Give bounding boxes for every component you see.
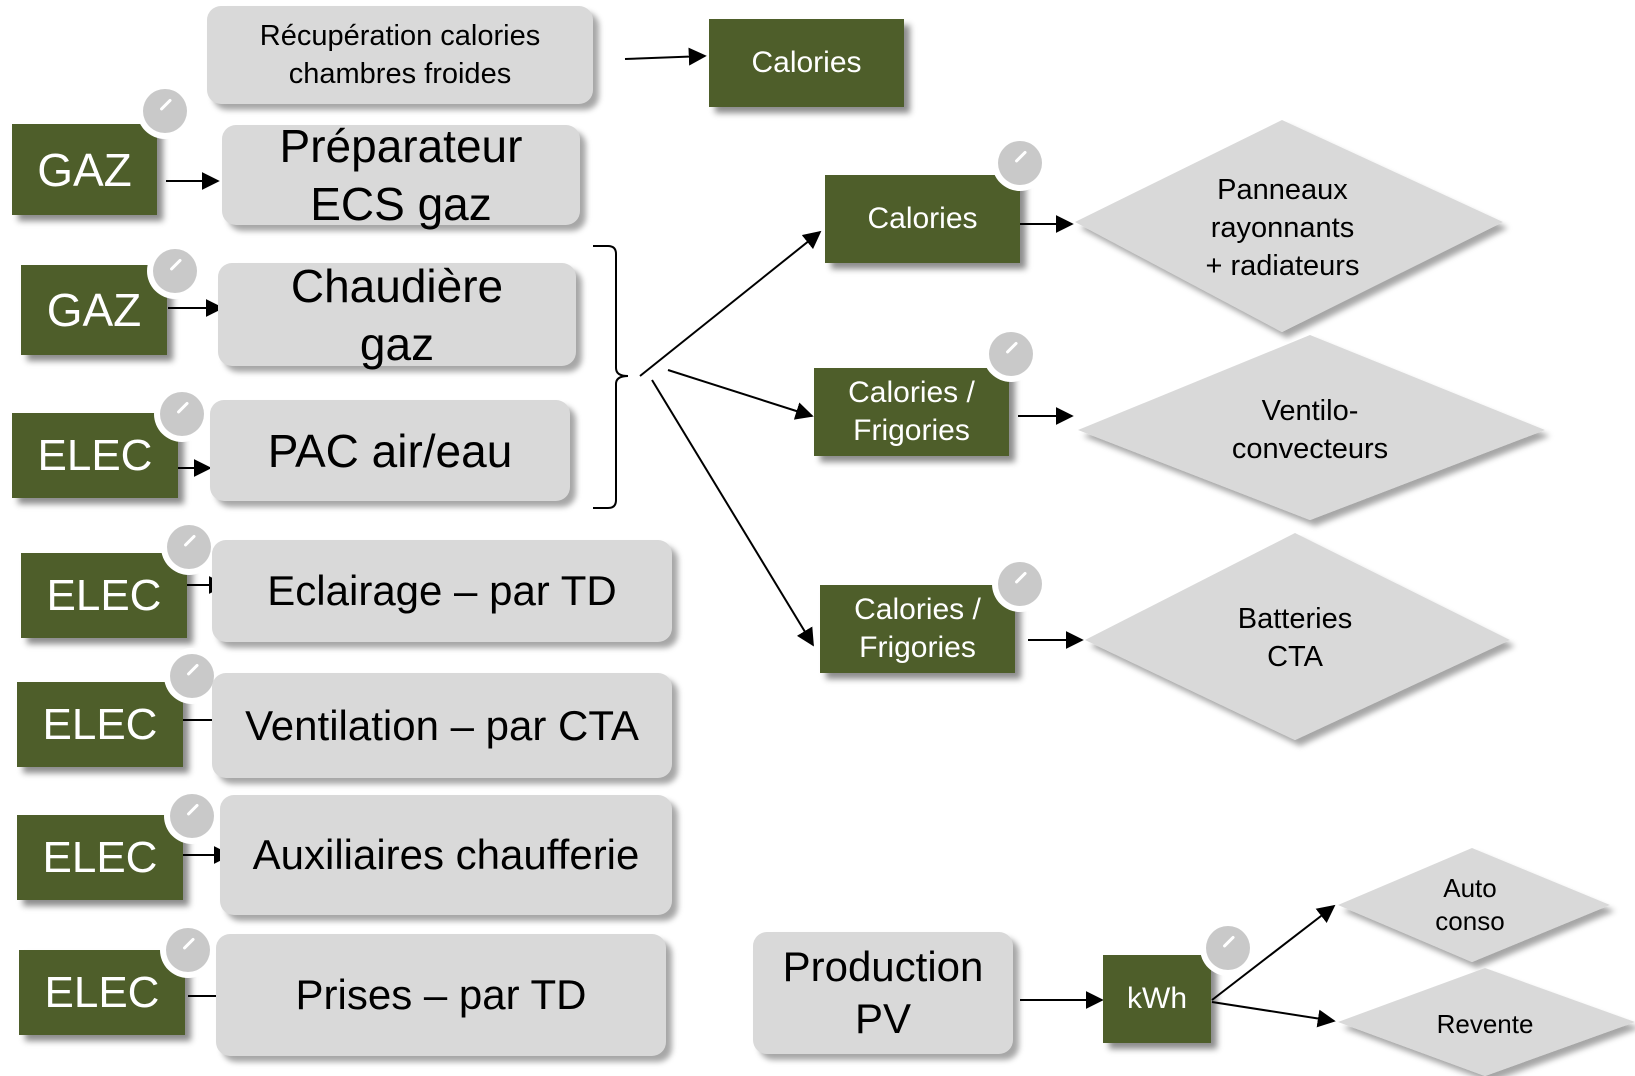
meter-gauge-icon [137,83,193,139]
meter-gauge-icon [164,788,220,844]
pac-box: PAC air/eau [210,400,570,501]
meter-gauge-icon [983,326,1039,382]
arrow-recup-calories [624,47,707,66]
prises-box: Prises – par TD [216,934,666,1056]
arrow-to-calfrig-1 [667,369,814,420]
meter-gauge-icon [154,386,210,442]
calories-frigories-box-2: Calories / Frigories [820,585,1015,673]
arrow-kwh-revente [1211,1001,1336,1028]
arrow-kwh-autoconso [1211,904,1336,1001]
diamond-ventilo [1078,335,1545,520]
elec-pac-box: ELEC [12,413,178,498]
bracket [593,245,629,509]
production-pv-box: Production PV [753,932,1013,1054]
meter-gauge-icon [147,243,203,299]
meter-gauge-icon [160,922,216,978]
calories-frigories-box-1: Calories / Frigories [814,368,1009,456]
auxiliaires-box: Auxiliaires chaufferie [220,795,672,915]
calories-output-box: Calories [825,175,1020,263]
eclairage-box: Eclairage – par TD [212,540,672,642]
chaudiere-box: Chaudière gaz [218,260,576,370]
elec-eclairage-box: ELEC [21,553,187,638]
diamond-panneaux [1075,120,1503,332]
diamond-revente [1338,968,1635,1076]
top-calories-box: Calories [709,19,904,107]
elec-prises-box: ELEC [19,950,185,1035]
ventilo-label: Ventilo- convecteurs [1231,395,1389,465]
arrow-to-calfrig-2 [651,379,814,647]
gaz-chaudiere-box: GAZ [21,265,167,355]
meter-gauge-icon [992,135,1048,191]
gaz-ecs-box: GAZ [12,124,157,215]
meter-gauge-icon [164,648,220,704]
meter-gauge-icon [161,519,217,575]
preparateur-ecs-box: Préparateur ECS gaz [222,120,580,230]
ventilation-box: Ventilation – par CTA [212,673,672,778]
arrow-to-calories [639,230,822,377]
meter-gauge-icon [1200,920,1256,976]
kwh-box: kWh [1103,955,1211,1043]
diamond-batteries [1085,533,1510,740]
elec-ventilation-box: ELEC [17,682,183,767]
recup-calories-box: Récupération calories chambres froides [207,6,593,104]
batteries-label: Batteries CTA [1237,603,1353,673]
revente-label: Revente [1436,1008,1534,1039]
elec-auxiliaires-box: ELEC [17,815,183,900]
panneaux-label: Panneaux rayonnants + radiateurs [1205,173,1360,282]
diamond-autoconso [1338,848,1610,962]
meter-gauge-icon [992,556,1048,612]
autoconso-label: Auto conso [1435,873,1505,936]
